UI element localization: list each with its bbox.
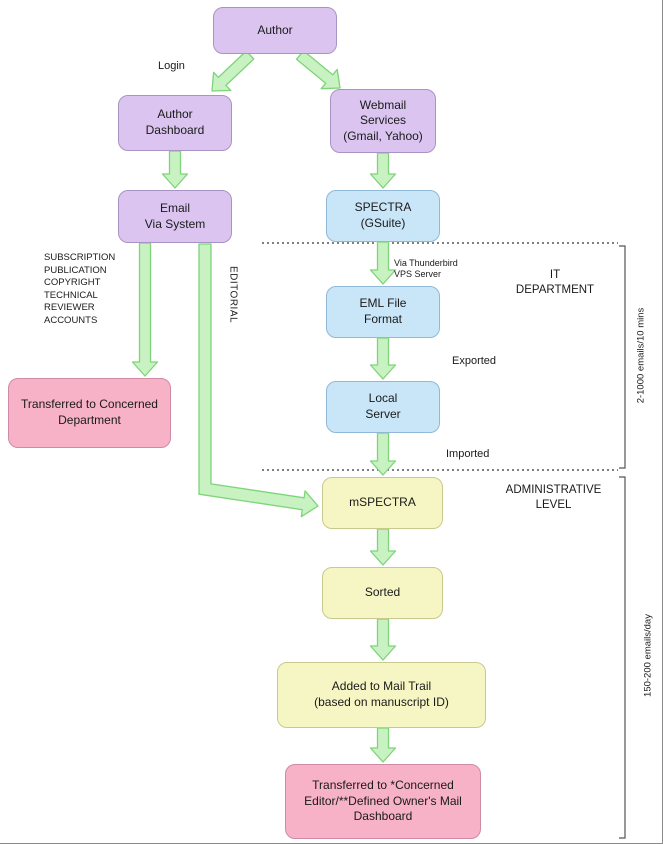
flow-arrow — [211, 50, 255, 92]
node-webmail-services: Webmail Services (Gmail, Yahoo) — [330, 89, 436, 153]
exported-label: Exported — [452, 355, 497, 367]
account-types-label: SUBSCRIPTION PUBLICATION COPYRIGHT TECHN… — [44, 252, 116, 326]
node-sorted: Sorted — [322, 567, 443, 619]
flow-arrow — [369, 152, 397, 189]
via-thunderbird-label: Via Thunderbird VPS Server — [394, 258, 458, 279]
flow-arrow — [161, 150, 189, 189]
node-eml-file-format: EML File Format — [326, 286, 440, 338]
login-label: Login — [158, 60, 185, 72]
flow-arrow — [369, 337, 397, 380]
node-author-dashboard: Author Dashboard — [118, 95, 232, 151]
admin-rate-bracket — [619, 476, 626, 839]
it-department-label: IT DEPARTMENT — [515, 269, 595, 296]
flow-arrow — [131, 242, 159, 377]
node-local-server: Local Server — [326, 381, 440, 433]
node-email-via-system: Email Via System — [118, 190, 232, 243]
node-mspectra: mSPECTRA — [322, 477, 443, 529]
flow-arrow — [369, 618, 397, 661]
admin-rate-label: 150-200 emails/day — [642, 614, 654, 697]
flow-arrow — [369, 727, 397, 763]
editorial-label: EDITORIAL — [227, 265, 239, 324]
it-rate-label: 2-1000 emails/10 mins — [635, 307, 647, 404]
node-spectra: SPECTRA (GSuite) — [326, 190, 440, 242]
node-transferred-editor: Transferred to *Concerned Editor/**Defin… — [285, 764, 481, 839]
node-transferred-department: Transferred to Concerned Department — [8, 378, 171, 448]
flow-arrow — [369, 528, 397, 566]
node-mail-trail: Added to Mail Trail (based on manuscript… — [277, 662, 486, 728]
node-author: Author — [213, 7, 337, 54]
flow-arrow — [369, 432, 397, 476]
imported-label: Imported — [446, 448, 490, 460]
flow-arrow — [369, 241, 397, 285]
it-rate-bracket — [619, 245, 626, 469]
flow-arrow — [198, 243, 319, 518]
administrative-level-label: ADMINISTRATIVE LEVEL — [505, 484, 602, 511]
flow-arrow — [295, 50, 341, 90]
